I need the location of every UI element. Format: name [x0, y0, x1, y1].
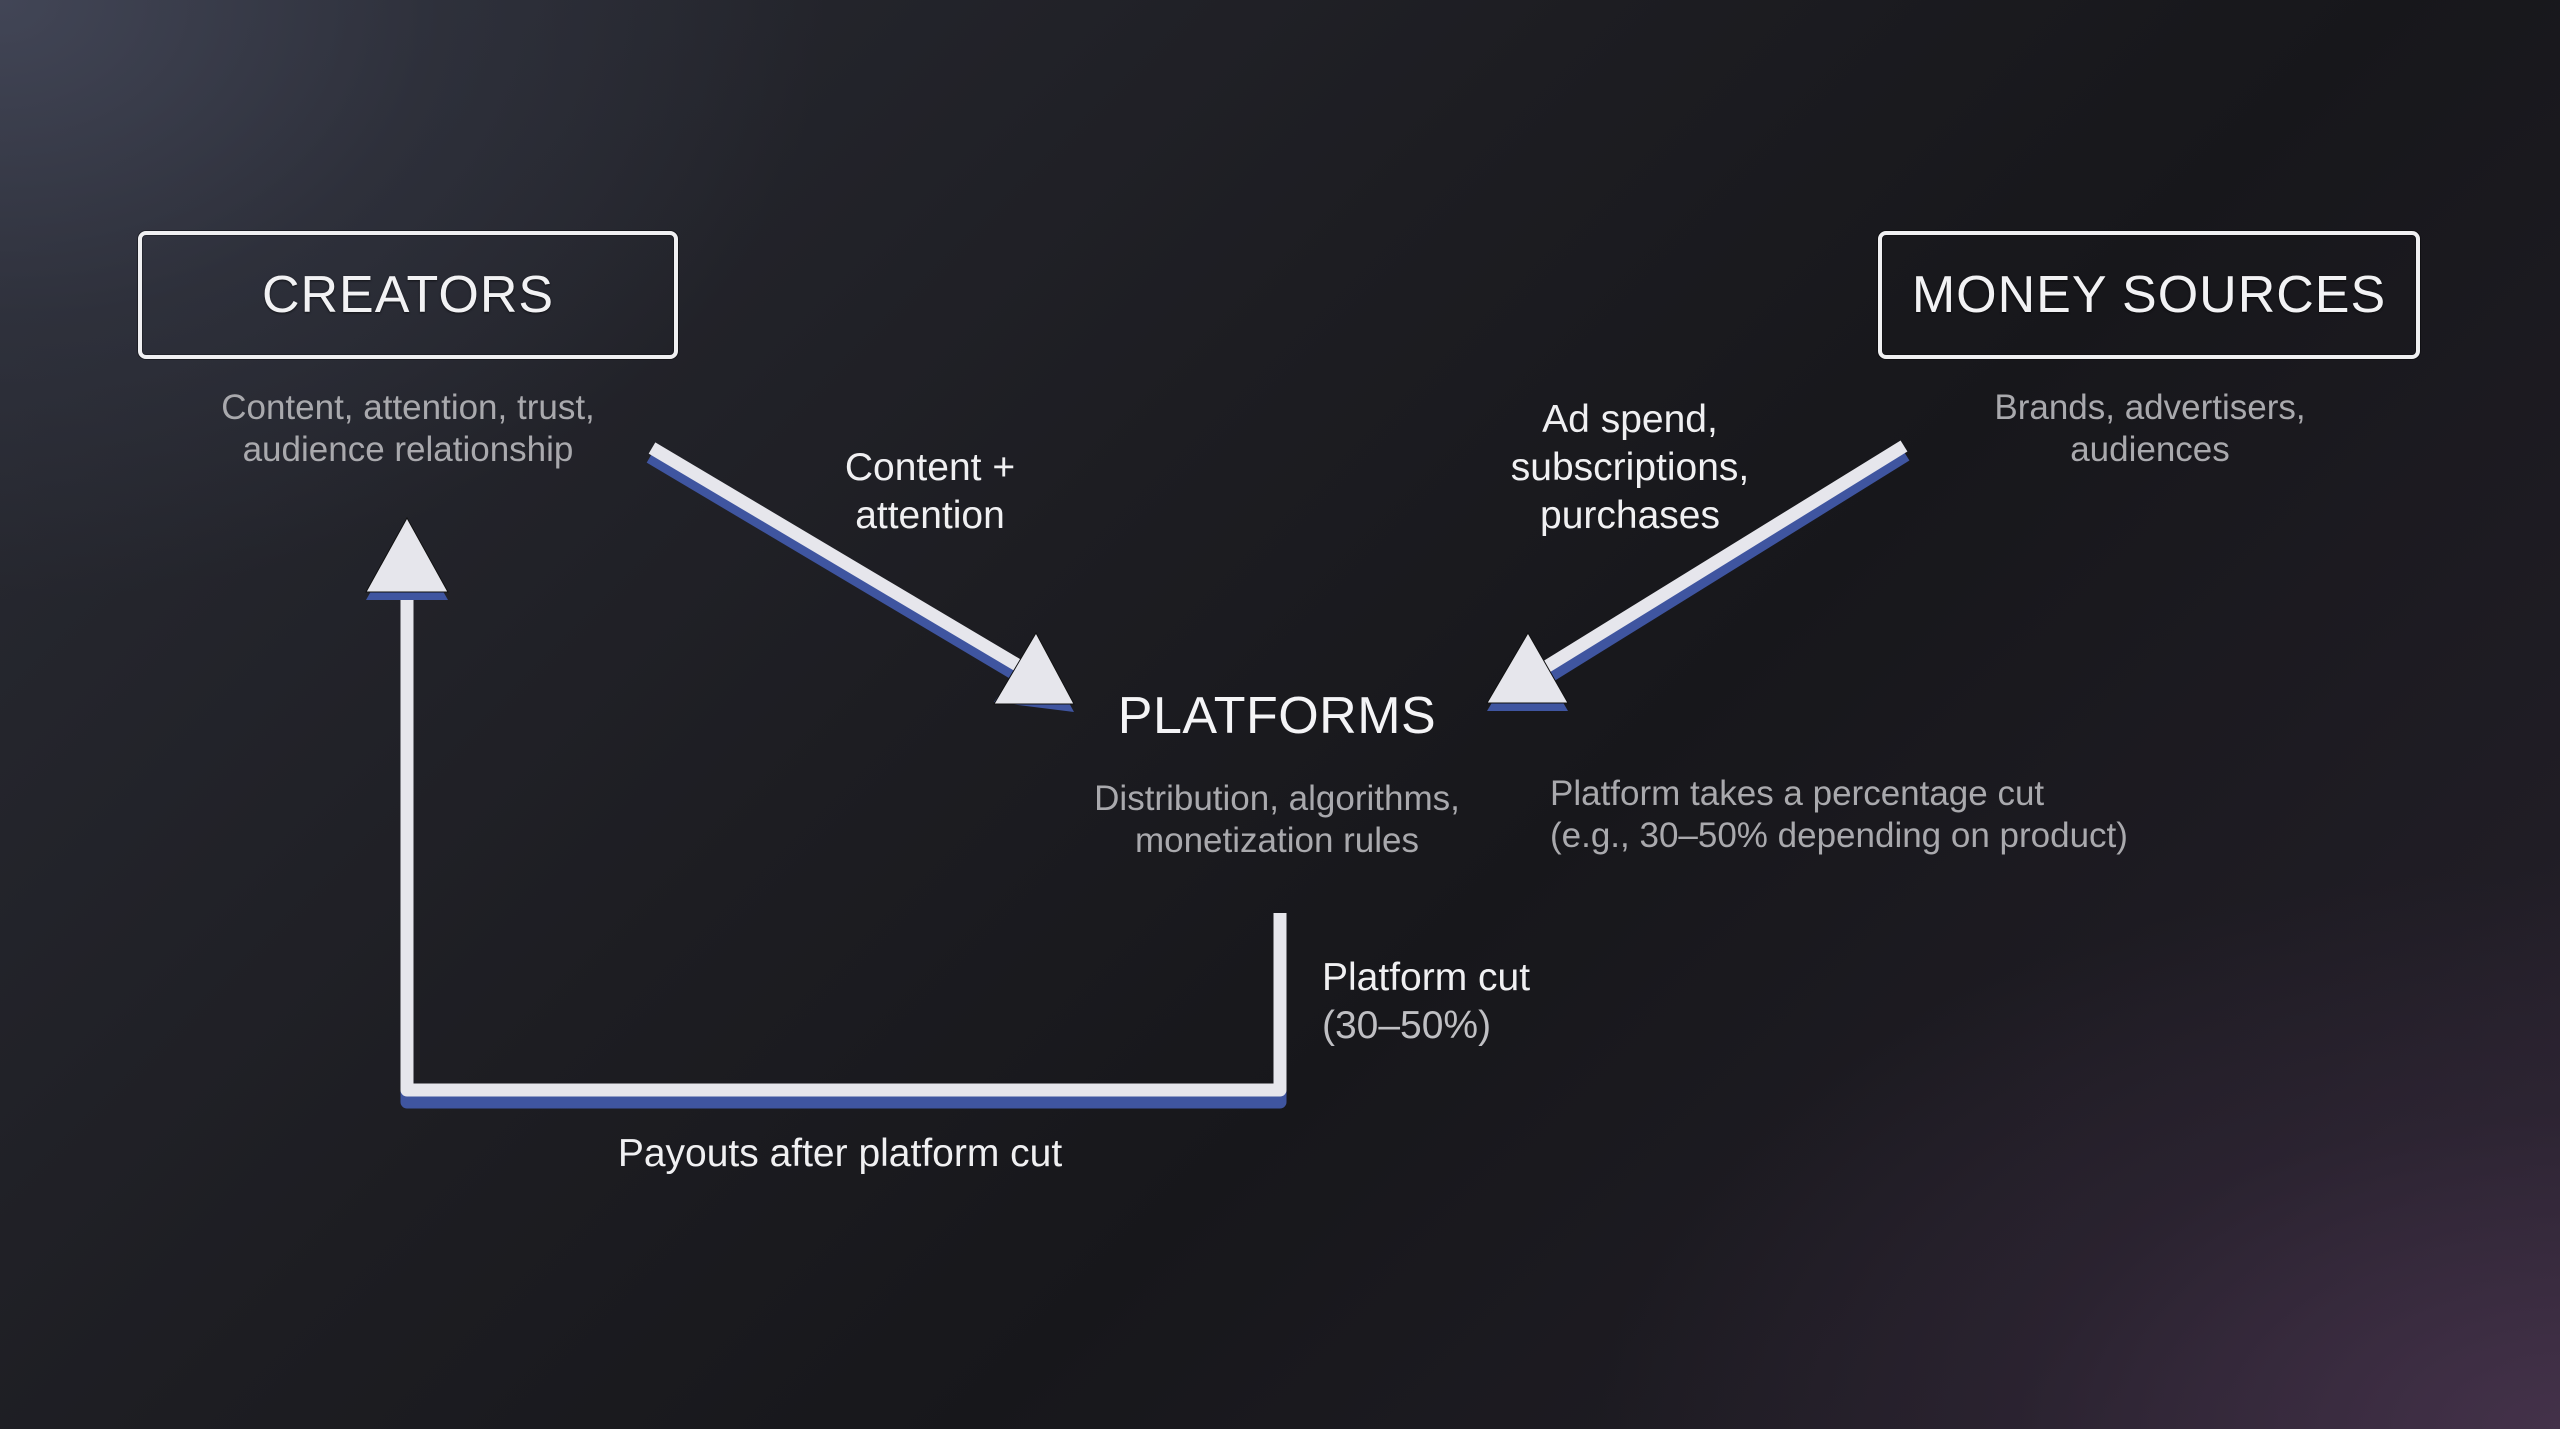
- payout-flow-arrow: [365, 516, 1287, 1109]
- platforms-description: Distribution, algorithms, monetization r…: [1094, 779, 1460, 860]
- platform-cut-label-title: Platform cut: [1322, 956, 1531, 999]
- money-arrow-shaft: [1542, 440, 1908, 673]
- platforms-title: PLATFORMS: [1117, 687, 1437, 745]
- content-flow-arrow: [646, 442, 1075, 712]
- content-flow-label: Content + attention: [844, 446, 1016, 537]
- money-arrowhead-icon: [1486, 632, 1569, 704]
- creators-node: CREATORS: [138, 231, 678, 359]
- creators-title: CREATORS: [261, 266, 555, 324]
- platform-cut-label-range: (30–50%): [1322, 1004, 1492, 1047]
- payouts-flow-label: Payouts after platform cut: [617, 1132, 1063, 1175]
- platform-cut-label: Platform cut (30–50%): [1322, 954, 1622, 1050]
- payout-path: [400, 588, 1287, 1097]
- money-sources-title: MONEY SOURCES: [1911, 266, 2387, 324]
- money-sources-node: MONEY SOURCES: [1878, 231, 2420, 359]
- content-arrow-shaft: [648, 442, 1028, 675]
- platform-cut-note: Platform takes a percentage cut (e.g., 3…: [1550, 774, 2128, 855]
- money-arrow-shaft-shadow: [1546, 449, 1910, 682]
- content-arrow-shaft-shadow: [646, 451, 1024, 683]
- creators-description: Content, attention, trust, audience rela…: [221, 388, 595, 469]
- payout-arrowhead-icon: [365, 516, 449, 593]
- money-flow-label: Ad spend, subscriptions, purchases: [1510, 398, 1750, 537]
- content-arrowhead-icon: [993, 631, 1075, 705]
- money-sources-description: Brands, advertisers, audiences: [1994, 388, 2306, 469]
- money-flow-arrow: [1486, 440, 1910, 711]
